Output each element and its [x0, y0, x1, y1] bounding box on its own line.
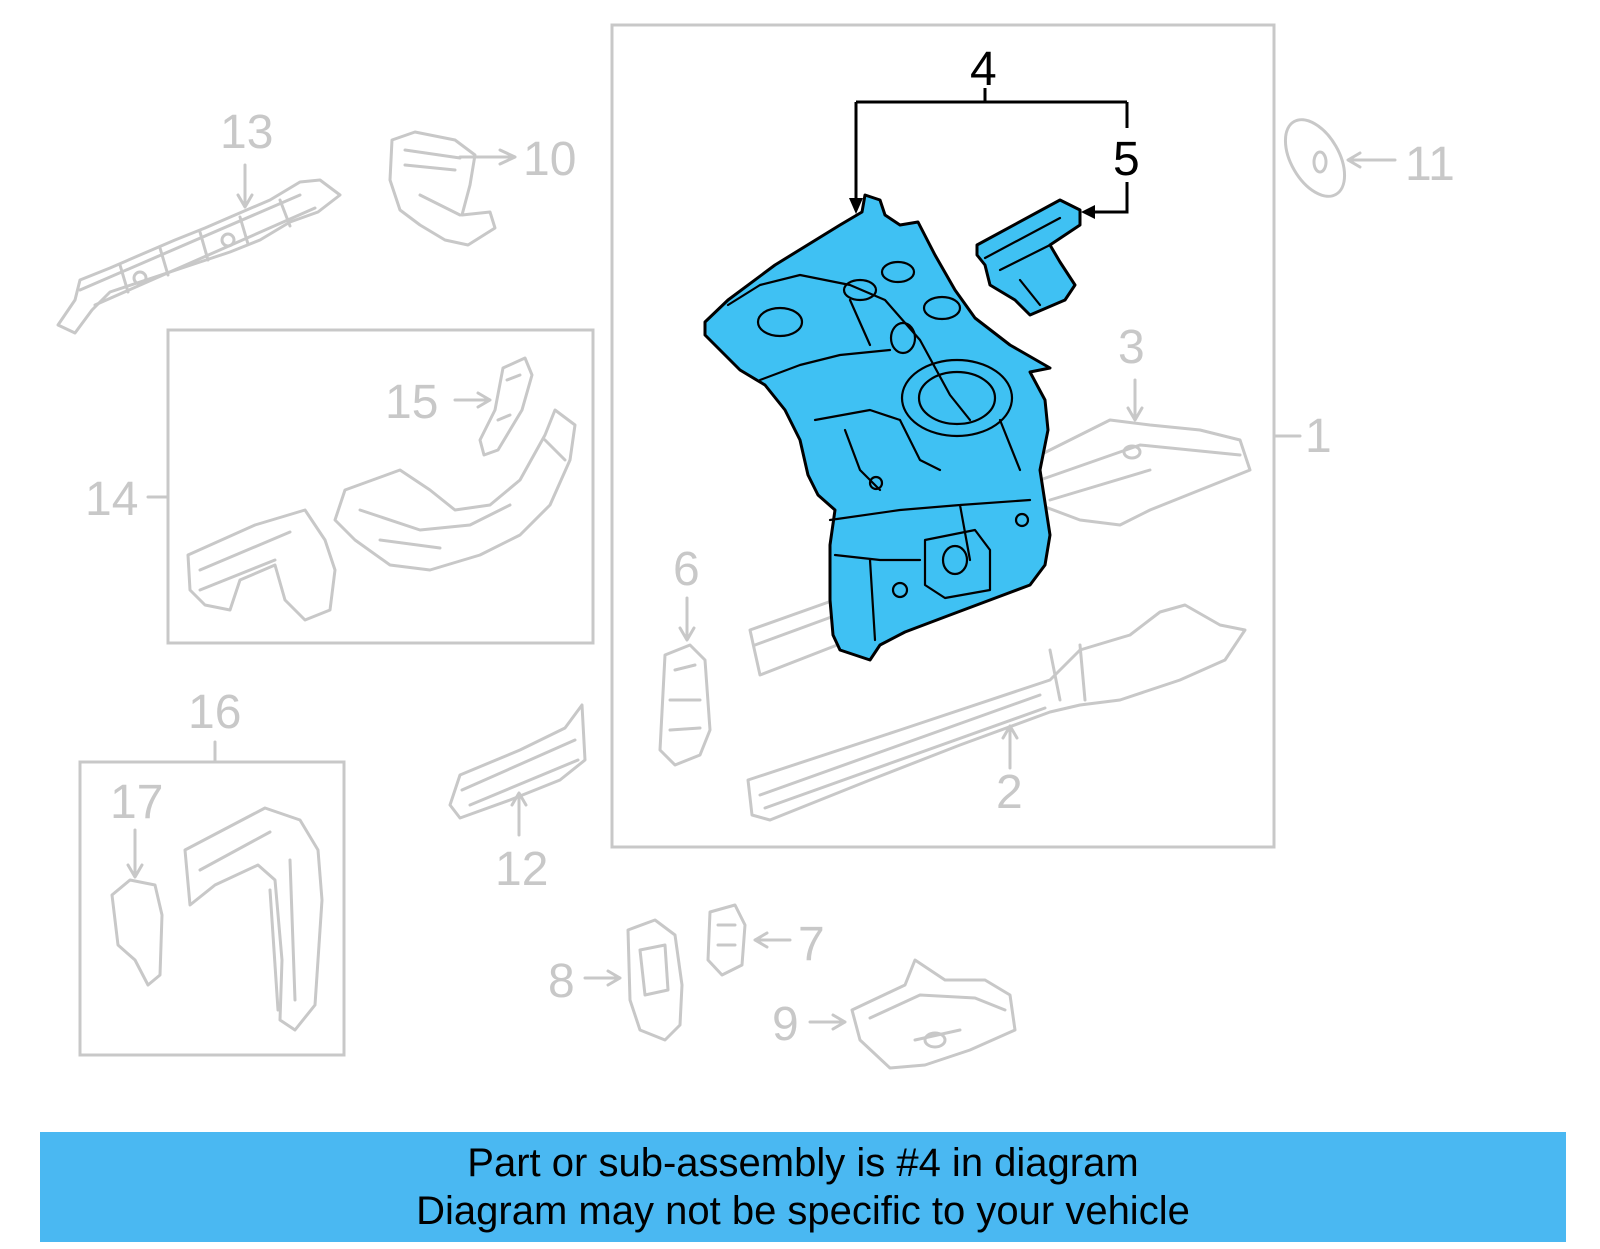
part-13-bracket[interactable] [56, 163, 342, 335]
callout-7: 7 [798, 918, 825, 971]
part-5-bracket[interactable] [975, 198, 1082, 317]
banner-line-1: Part or sub-assembly is #4 in diagram [467, 1141, 1139, 1185]
callout-16: 16 [188, 686, 241, 739]
part-15-brace[interactable] [453, 356, 534, 457]
part-6-bracket[interactable] [658, 596, 712, 767]
part-7-bracket[interactable] [706, 903, 792, 977]
part-10-bracket[interactable] [388, 130, 517, 247]
assembly-box-16 [78, 760, 346, 1057]
callout-2: 2 [996, 766, 1023, 819]
part-4-wheelhouse[interactable] [703, 193, 1052, 662]
callout-3: 3 [1118, 321, 1145, 374]
part-9-pan[interactable] [808, 958, 1017, 1070]
callout-6: 6 [673, 543, 700, 596]
part-8-plate[interactable] [583, 918, 684, 1042]
callout-8: 8 [548, 955, 575, 1008]
callout-10: 10 [523, 133, 576, 186]
part-3-rail[interactable] [1028, 378, 1302, 527]
assembly-box-14 [166, 328, 595, 645]
part-12-reinforcement[interactable] [448, 703, 587, 837]
info-banner: Part or sub-assembly is #4 in diagram Di… [40, 1132, 1566, 1242]
callout-13: 13 [220, 106, 273, 159]
callout-12: 12 [495, 843, 548, 896]
callout-14: 14 [85, 473, 138, 526]
part-14-apron[interactable] [146, 408, 577, 622]
callout-9: 9 [772, 998, 799, 1051]
callout-11: 11 [1405, 138, 1455, 191]
part-17-bracket[interactable] [110, 828, 164, 987]
banner-line-2: Diagram may not be specific to your vehi… [416, 1189, 1190, 1233]
callout-1: 1 [1305, 410, 1332, 463]
callout-5: 5 [1113, 133, 1140, 186]
part-11-plug[interactable] [1273, 110, 1397, 207]
part-2-side-rail[interactable] [746, 603, 1247, 822]
callout-17: 17 [110, 776, 163, 829]
part-16-pillar[interactable] [183, 740, 324, 1032]
callout-15: 15 [385, 376, 438, 429]
leader-4-5 [849, 88, 1129, 219]
callout-4: 4 [970, 43, 997, 96]
